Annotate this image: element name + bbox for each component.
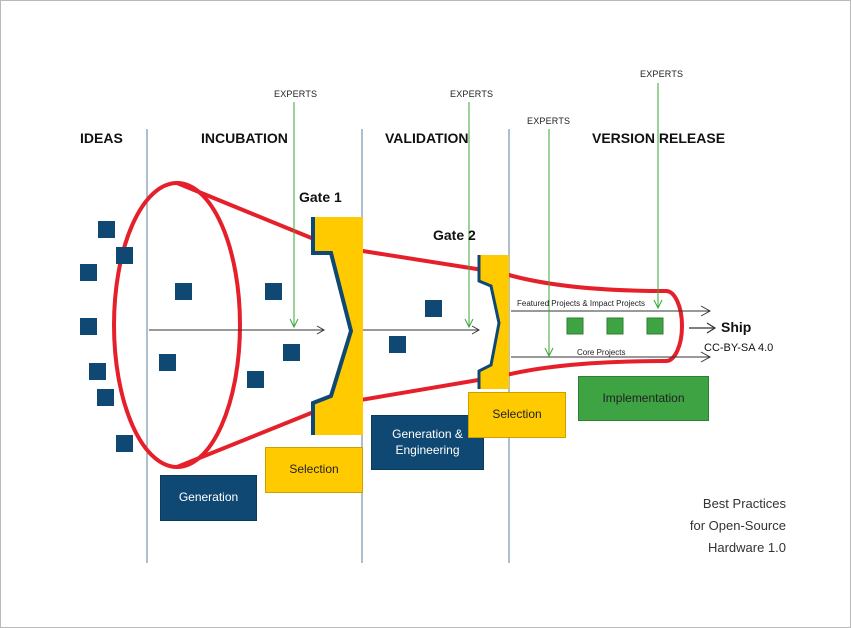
main-flow-arrow	[149, 325, 481, 335]
core-arrow	[511, 351, 712, 363]
experts-label-release: EXPERTS	[527, 116, 571, 126]
gate-2-label: Gate 2	[433, 227, 476, 243]
phase-validation: VALIDATION	[385, 130, 469, 146]
ship-label: Ship	[721, 319, 752, 335]
implementation-box: Implementation	[578, 376, 709, 421]
phase-version-release: VERSION RELEASE	[592, 130, 726, 146]
gate-1-label: Gate 1	[299, 189, 342, 205]
selection-box-1: Selection	[265, 447, 363, 493]
ship-arrow	[689, 322, 717, 334]
funnel-outline	[112, 181, 684, 469]
credits-line-2: for Open-Source	[689, 518, 786, 533]
credits-block: Best Practices for Open-Source Hardware …	[690, 493, 786, 559]
license-label: CC-BY-SA 4.0	[704, 342, 774, 354]
experts-arrows	[289, 83, 663, 358]
generation-engineering-line-1: Generation &	[392, 426, 463, 441]
featured-arrow	[511, 305, 712, 317]
generation-engineering-line-2: Engineering	[395, 442, 460, 457]
release-squares	[566, 317, 664, 335]
selection-box-2: Selection	[468, 392, 566, 438]
experts-label-validation: EXPERTS	[450, 89, 494, 99]
gate-2-shape	[477, 255, 509, 389]
featured-projects-label: Featured Projects & Impact Projects	[517, 299, 646, 308]
idea-squares	[80, 221, 442, 452]
generation-engineering-box: Generation & Engineering	[371, 415, 484, 470]
generation-box: Generation	[160, 475, 257, 521]
core-projects-label: Core Projects	[577, 348, 626, 357]
experts-label-ship: EXPERTS	[640, 69, 684, 79]
phase-ideas: IDEAS	[80, 130, 123, 146]
credits-line-1: Best Practices	[702, 496, 786, 511]
experts-label-incubation: EXPERTS	[274, 89, 318, 99]
phase-incubation: INCUBATION	[201, 130, 288, 146]
credits-line-3: Hardware 1.0	[707, 540, 786, 555]
gate-1-shape	[311, 217, 363, 435]
